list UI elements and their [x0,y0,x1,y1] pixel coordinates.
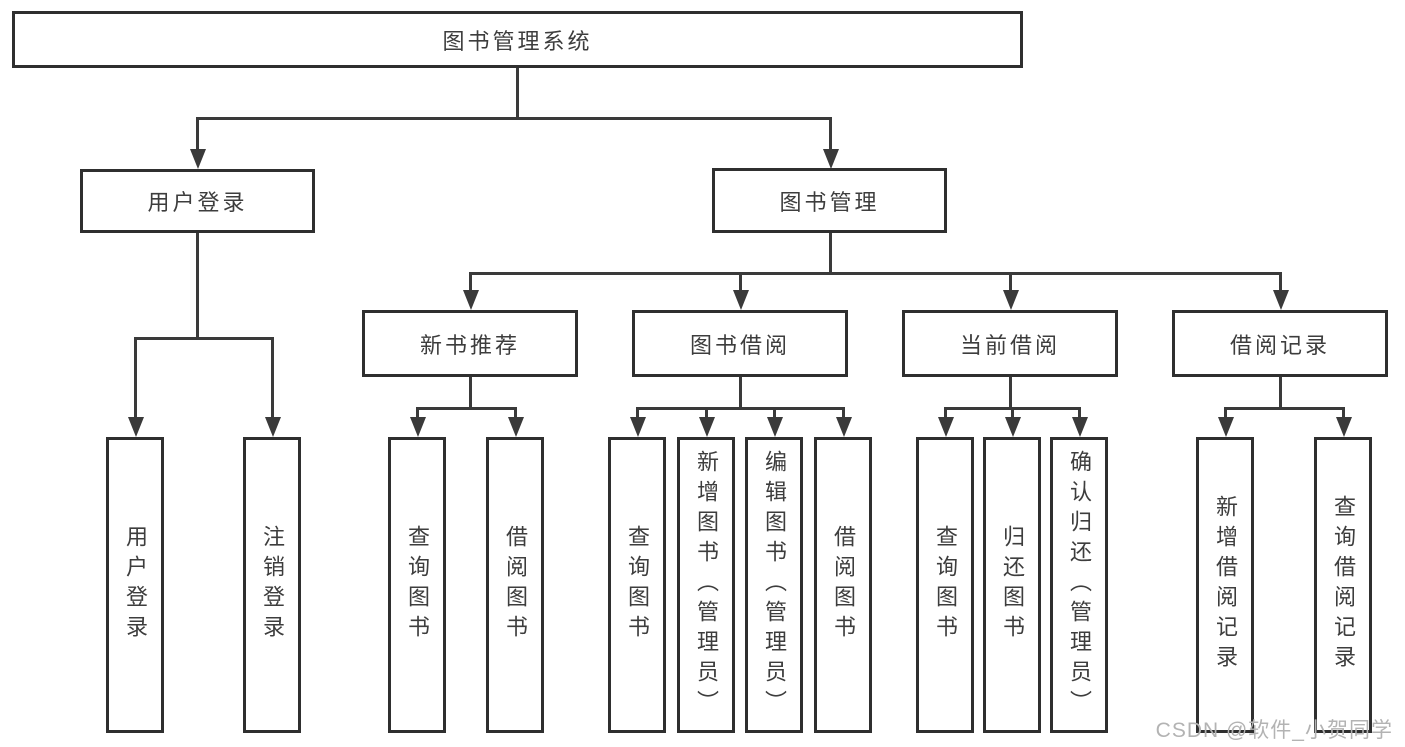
leaf-query-books-recommend-label: 查询图书 [405,525,430,645]
connector-rail [134,337,274,340]
arrow-down-icon [508,417,524,437]
leaf-query-books-current: 查询图书 [916,437,974,733]
connector-stem [1279,377,1282,410]
connector-stem [1078,407,1081,421]
leaf-query-borrow-record-label: 查询借阅记录 [1331,495,1356,675]
connector-stem [1009,377,1012,410]
leaf-add-book-admin: 新增图书（管理员） [677,437,735,733]
node-book-management: 图书管理 [712,168,947,233]
connector-stem [416,407,419,421]
connector-stem [469,272,472,294]
connector-stem [636,407,639,421]
node-current-borrow-label: 当前借阅 [959,332,1060,358]
connector-stem [469,377,472,410]
connector-stem [196,117,199,151]
node-book-borrow-label: 图书借阅 [689,332,790,358]
leaf-add-book-admin-label: 新增图书（管理员） [694,450,719,720]
node-new-book-recommend: 新书推荐 [362,310,578,377]
leaf-add-borrow-record: 新增借阅记录 [1196,437,1254,733]
connector-stem [829,233,832,275]
arrow-down-icon [1336,417,1352,437]
leaf-return-book-label: 归还图书 [1000,525,1025,645]
arrow-down-icon [1003,290,1019,310]
connector-root-stem [516,68,519,120]
arrow-down-icon [630,417,646,437]
leaf-borrow-books-recommend-label: 借阅图书 [503,525,528,645]
leaf-return-book: 归还图书 [983,437,1041,733]
arrow-down-icon [410,417,426,437]
arrow-down-icon [1072,417,1088,437]
connector-stem [705,407,708,421]
leaf-user-login: 用户登录 [106,437,164,733]
arrow-down-icon [733,290,749,310]
arrow-down-icon [463,290,479,310]
connector-stem [1279,272,1282,294]
arrow-down-icon [265,417,281,437]
arrow-down-icon [767,417,783,437]
leaf-query-books-borrow-label: 查询图书 [625,525,650,645]
connector-stem [773,407,776,421]
connector-stem [134,337,137,419]
node-user-login-label: 用户登录 [147,190,248,215]
node-borrow-records-label: 借阅记录 [1229,332,1330,358]
connector-stem [1224,407,1227,421]
node-borrow-records: 借阅记录 [1172,310,1388,377]
node-current-borrow: 当前借阅 [902,310,1118,377]
connector-stem [1011,407,1014,421]
connector-stem [842,407,845,421]
connector-stem [944,407,947,421]
leaf-query-books-current-label: 查询图书 [933,525,958,645]
leaf-confirm-return-admin: 确认归还（管理员） [1050,437,1108,733]
leaf-edit-book-admin-label: 编辑图书（管理员） [762,450,787,720]
leaf-borrow-books-label: 借阅图书 [831,525,856,645]
node-user-login: 用户登录 [80,169,315,233]
connector-stem [271,337,274,419]
connector-stem [514,407,517,421]
leaf-add-borrow-record-label: 新增借阅记录 [1213,495,1238,675]
leaf-query-books-recommend: 查询图书 [388,437,446,733]
leaf-query-borrow-record: 查询借阅记录 [1314,437,1372,733]
leaf-query-books-borrow: 查询图书 [608,437,666,733]
node-root-label: 图书管理系统 [442,28,593,54]
leaf-user-login-label: 用户登录 [123,525,148,645]
connector-stem [1342,407,1345,421]
arrow-down-icon [1005,417,1021,437]
leaf-edit-book-admin: 编辑图书（管理员） [745,437,803,733]
node-new-book-recommend-label: 新书推荐 [419,332,520,358]
connector-stem [739,377,742,410]
leaf-logout: 注销登录 [243,437,301,733]
connector-rail [1224,407,1345,410]
connector-rail [636,407,845,410]
arrow-down-icon [190,149,206,169]
arrow-down-icon [938,417,954,437]
leaf-confirm-return-admin-label: 确认归还（管理员） [1067,450,1092,720]
arrow-down-icon [823,149,839,169]
connector-stem [1009,272,1012,294]
arrow-down-icon [1218,417,1234,437]
connector-level2-rail [196,117,831,120]
arrow-down-icon [699,417,715,437]
connector-stem [739,272,742,294]
leaf-borrow-books: 借阅图书 [814,437,872,733]
node-book-borrow: 图书借阅 [632,310,848,377]
leaf-borrow-books-recommend: 借阅图书 [486,437,544,733]
node-root: 图书管理系统 [12,11,1023,68]
connector-stem [196,233,199,340]
csdn-watermark: CSDN @软件_小贺同学 [1155,719,1393,742]
connector-rail [416,407,517,410]
arrow-down-icon [128,417,144,437]
arrow-down-icon [836,417,852,437]
connector-stem [829,117,832,151]
arrow-down-icon [1273,290,1289,310]
connector-level3-rail [469,272,1282,275]
leaf-logout-label: 注销登录 [260,525,285,645]
node-book-management-label: 图书管理 [779,189,880,215]
